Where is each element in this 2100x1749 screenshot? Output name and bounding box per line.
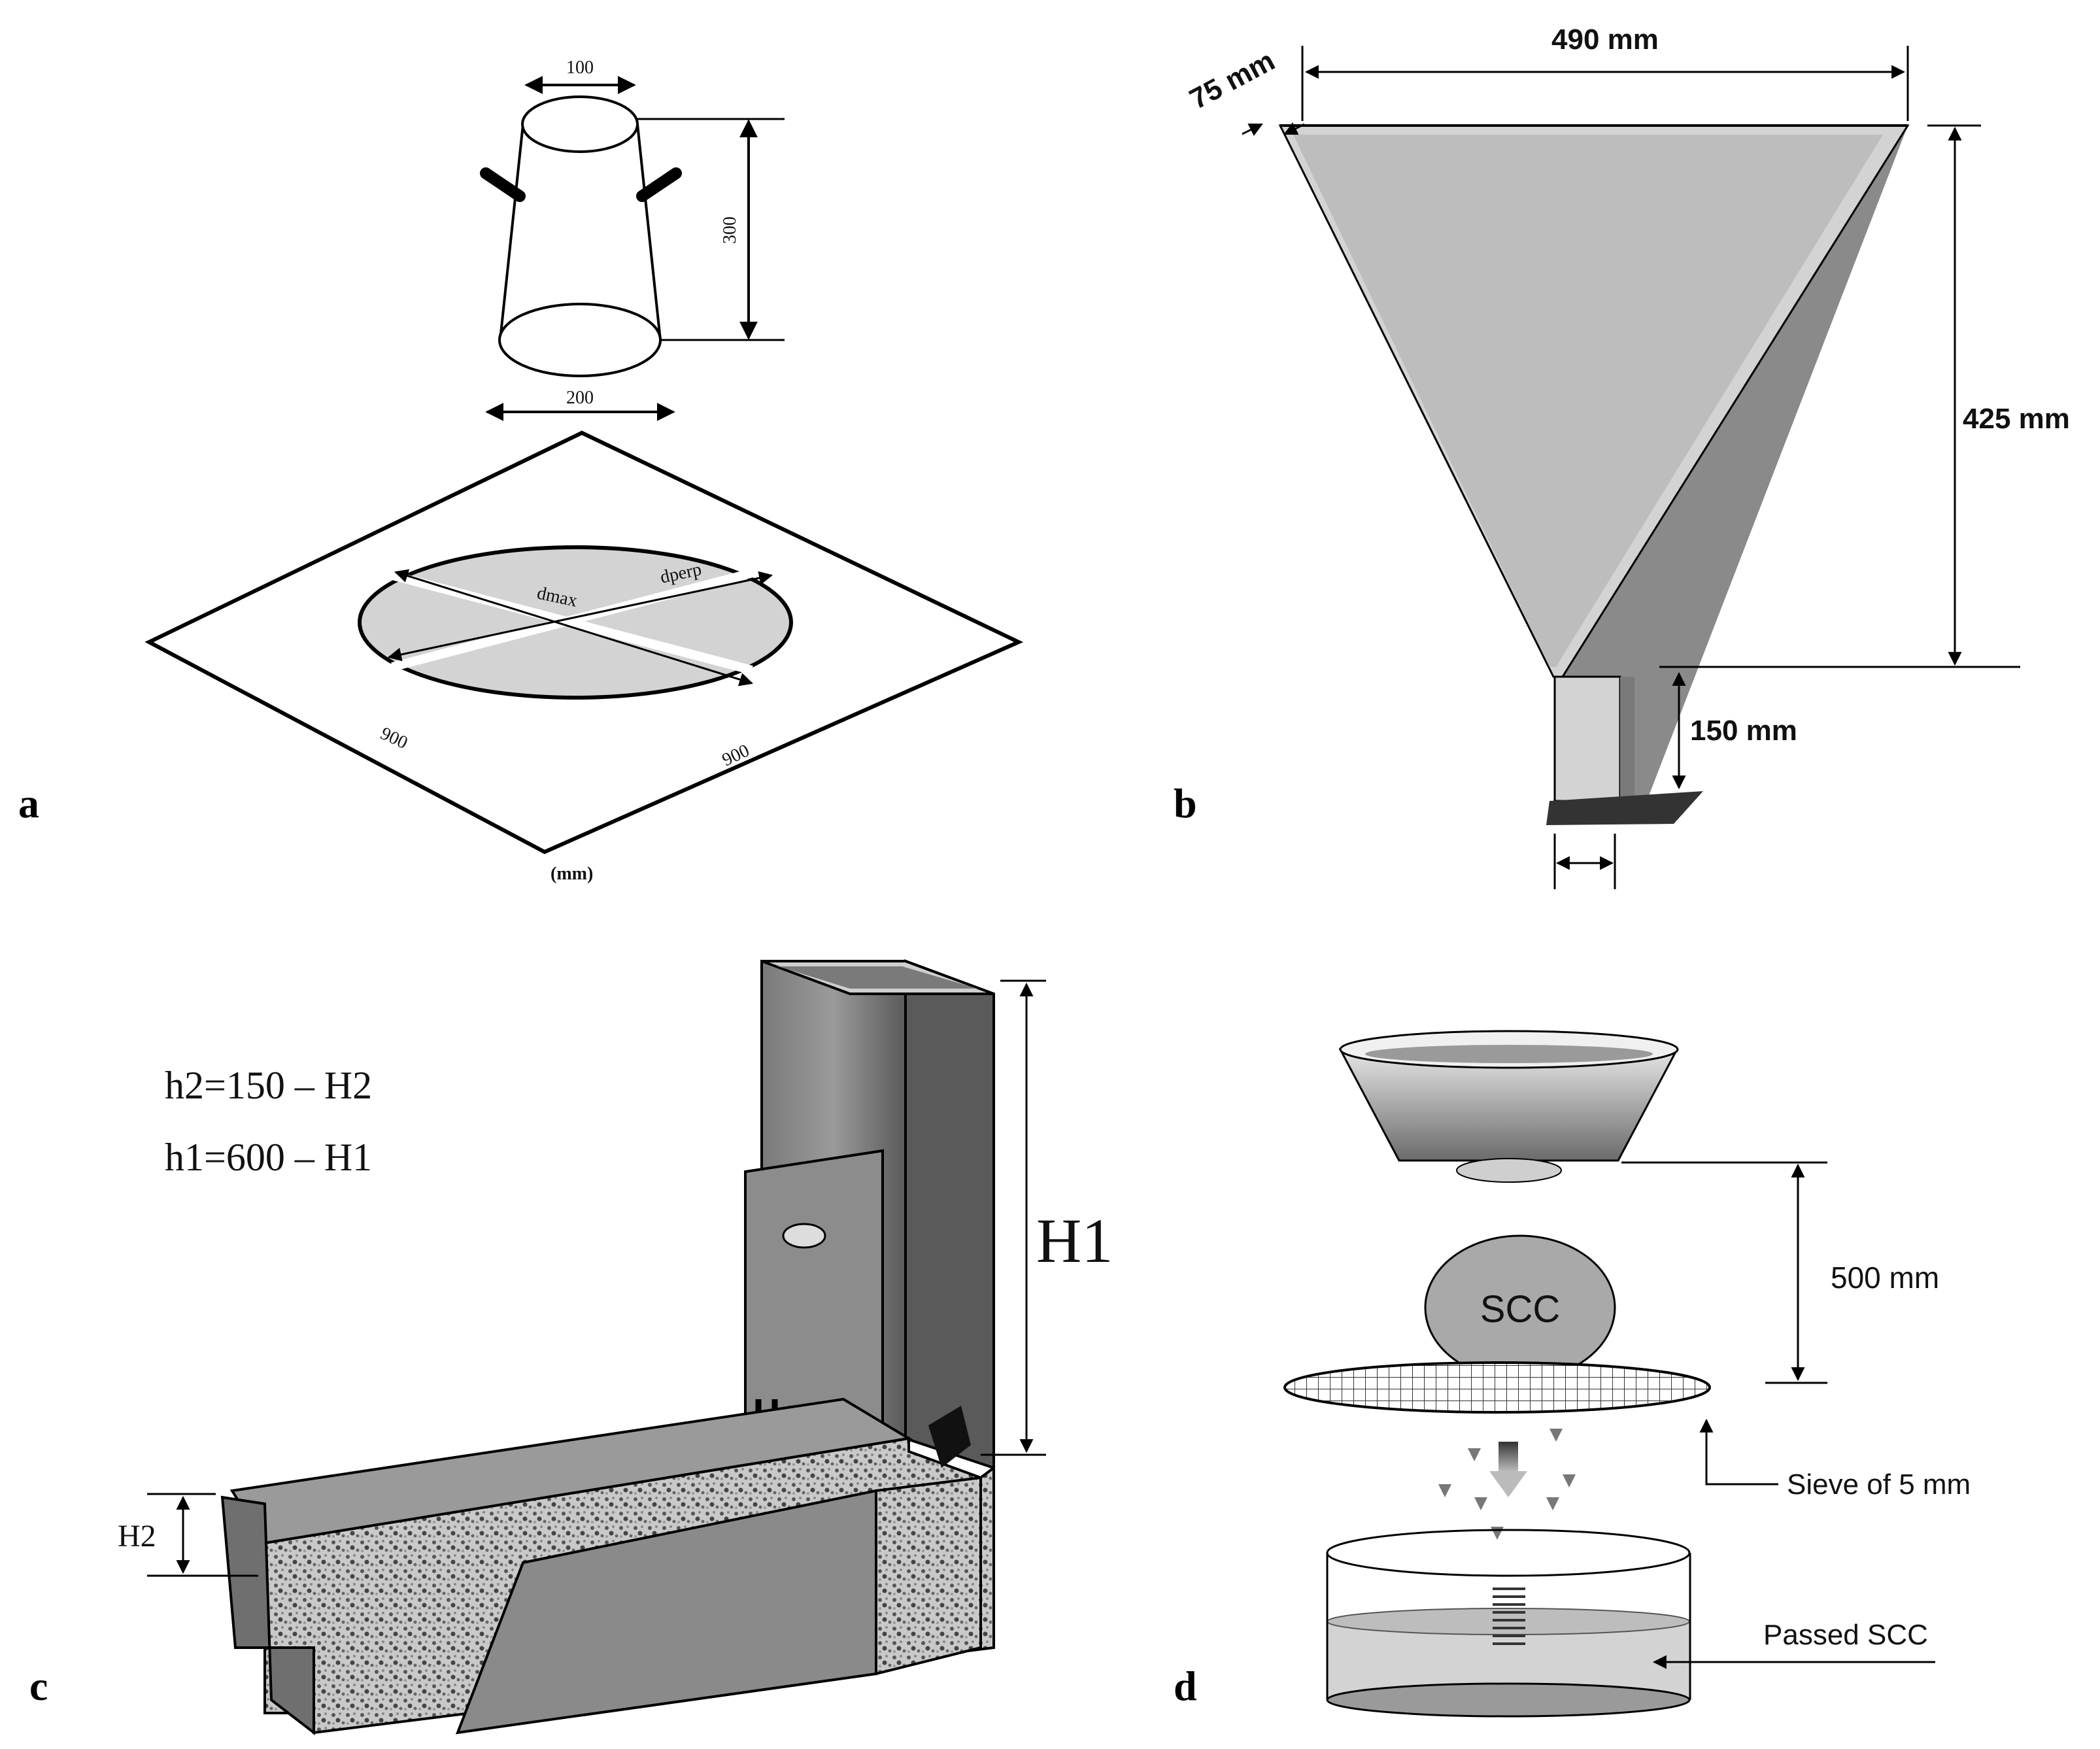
H1-label: H1: [1036, 1206, 1113, 1276]
cone-height-label-b: 425 mm: [1963, 403, 2070, 435]
panel-a-label: a: [18, 780, 39, 826]
panel-b-v-funnel: 490 mm 75 mm 425 mm 150 mm b: [1174, 24, 2070, 889]
unit-label: (mm): [550, 864, 593, 884]
scc-label: SCC: [1480, 1288, 1560, 1331]
top-diameter-label: 100: [566, 58, 594, 78]
wall-label: 75 mm: [1185, 44, 1280, 116]
top-width-label: 490 mm: [1551, 24, 1659, 56]
right-handle: [636, 167, 682, 202]
gate-handle: [782, 1223, 826, 1249]
panel-d-sieve-test: 500 mm SCC Sieve of 5 mm: [1174, 1030, 1971, 1718]
panel-d-label: d: [1174, 1663, 1197, 1709]
sieve: [1283, 1361, 1711, 1414]
flow-arrow: [1499, 1442, 1518, 1471]
cone-height-label: 300: [720, 216, 740, 244]
funnel-gate: [1546, 791, 1703, 825]
H2-label: H2: [118, 1519, 156, 1554]
trough-end-wall: [220, 1495, 315, 1736]
bottom-diameter-label: 200: [566, 388, 594, 408]
graduation-scale: [1493, 1588, 1525, 1645]
falling-drops: [1438, 1429, 1576, 1540]
equation-h1: h1=600 – H1: [165, 1136, 372, 1179]
drop-height-label: 500 mm: [1831, 1261, 1939, 1295]
panel-c-label: c: [29, 1663, 48, 1709]
panel-a-slump-flow: 100 300 200 dmax dperp 900 900 (mm) a: [18, 58, 1024, 884]
panel-c-l-box: h2=150 – H2 h1=600 – H1 H1 H2 c: [29, 959, 1113, 1736]
spout-height-label: 150 mm: [1690, 715, 1797, 747]
funnel-spout: [1553, 675, 1621, 802]
sliding-gate: [744, 1149, 884, 1444]
equation-h2: h2=150 – H2: [165, 1064, 372, 1107]
passed-scc-label: Passed SCC: [1763, 1619, 1928, 1651]
funnel-side-shadow: [1563, 126, 1908, 811]
slump-cone: [480, 95, 682, 377]
left-handle: [480, 167, 526, 202]
sieve-label: Sieve of 5 mm: [1787, 1469, 1971, 1501]
panel-b-label: b: [1174, 780, 1197, 826]
